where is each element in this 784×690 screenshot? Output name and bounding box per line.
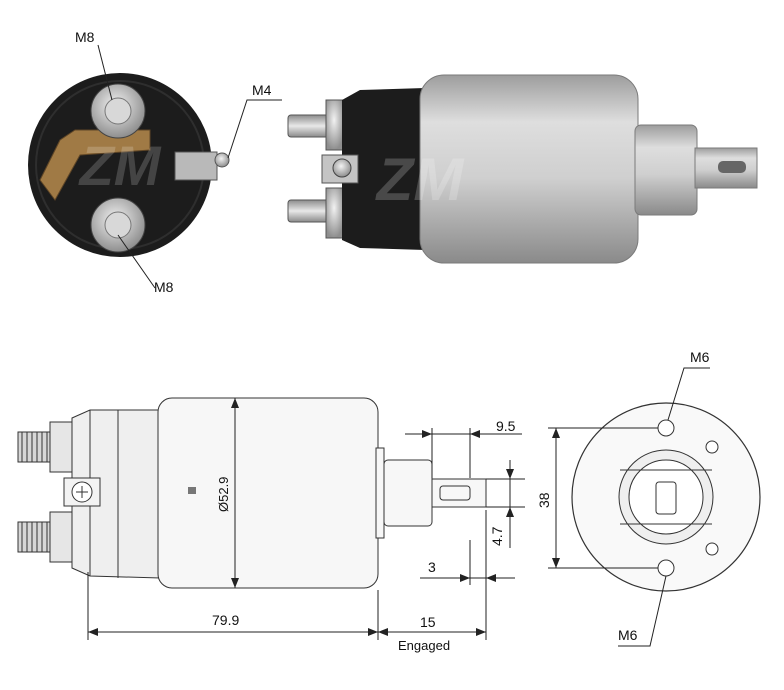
label-m4: M4 xyxy=(252,82,272,98)
dim-38: 38 xyxy=(536,492,552,508)
drawing-plunger xyxy=(431,478,487,508)
leader-m4 xyxy=(227,99,282,159)
photo-black-cap xyxy=(342,88,425,250)
drawing-lower-nut xyxy=(49,511,73,563)
photo-lower-stud xyxy=(287,199,333,223)
drawing-body-mark xyxy=(188,487,196,494)
photo-boss xyxy=(634,124,698,216)
bottom-m8-stud xyxy=(104,211,132,239)
leader-top-m8 xyxy=(97,44,113,101)
drawing-side-view: Ø52.9 79.9 15 Engaged 9.5 4.7 3 xyxy=(17,397,525,653)
photo-upper-nut xyxy=(325,99,345,151)
dim-9-5: 9.5 xyxy=(496,418,516,434)
dim-3: 3 xyxy=(428,559,436,575)
end-cap-black xyxy=(28,73,212,257)
front-plunger-slot xyxy=(655,481,677,515)
m4-terminal-screw xyxy=(214,152,230,168)
label-top-m8: M8 xyxy=(75,29,95,45)
drawing-front-view: 38 M6 M6 xyxy=(536,349,761,647)
label-bottom-m8: M8 xyxy=(154,279,174,295)
label-m6-bottom: M6 xyxy=(618,627,638,643)
front-hole-bottom-m6 xyxy=(657,559,675,577)
drawing-flange xyxy=(375,447,385,539)
watermark-text: ZM xyxy=(78,134,162,197)
front-hole-small-lower xyxy=(705,542,719,556)
leader-m6-top xyxy=(667,367,710,421)
copper-strap xyxy=(39,129,151,201)
drawing-plunger-slot xyxy=(439,485,471,501)
watermark-text-side: ZM xyxy=(375,146,466,213)
m4-terminal-tab xyxy=(174,151,218,181)
leader-bottom-m8 xyxy=(117,234,156,289)
dim-engaged-length: 15 xyxy=(420,614,436,630)
photo-side-view: ZM xyxy=(287,74,758,264)
dim-engaged-caption: Engaged xyxy=(398,638,450,653)
front-hole-small-upper xyxy=(705,440,719,454)
leader-m6-bottom xyxy=(618,575,667,647)
dim-diameter: Ø52.9 xyxy=(216,477,231,512)
photo-lower-nut xyxy=(325,187,345,239)
front-hole-top-m6 xyxy=(657,419,675,437)
drawing-upper-nut xyxy=(49,421,73,473)
dim-4-7: 4.7 xyxy=(489,526,505,546)
photo-upper-stud xyxy=(287,114,333,138)
drawing-boss xyxy=(383,459,433,527)
dim-body-length: 79.9 xyxy=(212,612,239,628)
top-m8-stud xyxy=(104,97,132,125)
photo-m4-screw xyxy=(332,158,352,178)
photo-end-view: ZM M8 M4 M8 xyxy=(28,29,282,295)
label-m6-top: M6 xyxy=(690,349,710,365)
photo-plunger-slot xyxy=(718,161,746,173)
